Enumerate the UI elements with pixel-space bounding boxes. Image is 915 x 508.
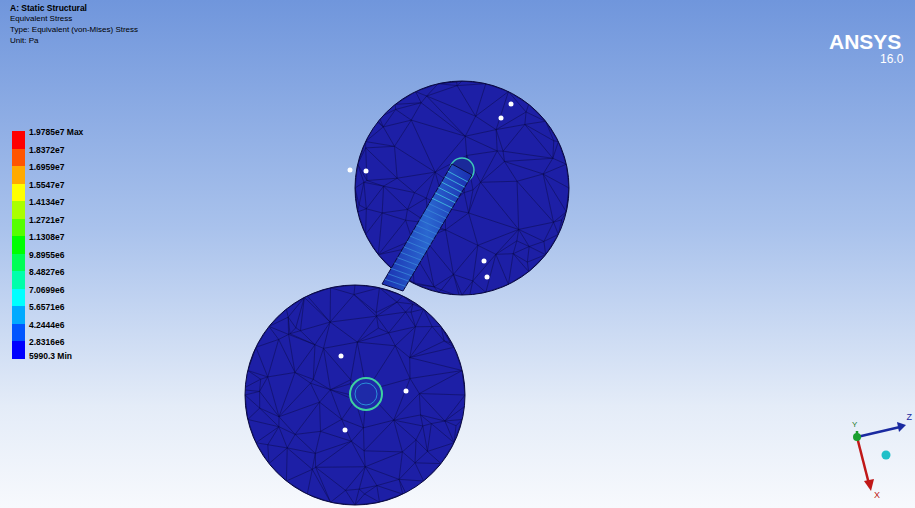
- axis-label: Z: [907, 413, 913, 423]
- shaft: [382, 164, 472, 291]
- legend-value: 1.8372e7: [29, 146, 64, 155]
- shaft-mesh: [407, 241, 428, 249]
- shaft-mesh: [394, 263, 415, 271]
- shaft-mesh: [404, 247, 425, 255]
- legend-value: 1.9785e7 Max: [29, 128, 83, 137]
- legend-swatch: [12, 201, 25, 219]
- legend-value: 1.5547e7: [29, 181, 64, 190]
- unit: Unit: Pa: [10, 37, 38, 46]
- legend-value: 1.1308e7: [29, 233, 64, 242]
- upper-disc: [348, 80, 570, 296]
- legend-min: 5990.3 Min: [29, 352, 72, 361]
- legend-swatch: [12, 149, 25, 167]
- shaft-mesh: [448, 171, 468, 182]
- legend-value: 5.6571e6: [29, 303, 64, 312]
- legend-swatch: [12, 184, 25, 202]
- axis-label: X: [874, 491, 880, 501]
- legend-swatch: [12, 306, 25, 324]
- axis-label: Y: [852, 421, 857, 430]
- shaft-mesh: [388, 274, 409, 281]
- mesh-lines: [241, 285, 467, 505]
- mesh-lines: [355, 80, 569, 296]
- legend-value: 1.6959e7: [29, 163, 64, 172]
- legend-swatch: [12, 254, 25, 272]
- legend-value: 9.8955e6: [29, 251, 64, 260]
- legend-value: 2.8316e6: [29, 338, 64, 347]
- legend-swatch: [12, 341, 25, 359]
- shaft-mesh: [401, 252, 422, 260]
- shaft-mesh: [385, 279, 406, 286]
- shaft-mesh: [410, 236, 431, 245]
- shaft-mesh: [397, 258, 418, 266]
- legend-swatch: [12, 289, 25, 307]
- version: 16.0: [880, 53, 903, 66]
- legend-swatch: [12, 131, 25, 149]
- legend-value: 8.4827e6: [29, 268, 64, 277]
- title: A: Static Structural: [10, 4, 87, 13]
- result-type: Type: Equivalent (von-Mises) Stress: [10, 26, 138, 35]
- logo: ANSYS: [829, 30, 901, 53]
- legend-swatch: [12, 166, 25, 184]
- legend-swatch: [12, 236, 25, 254]
- legend-value: 7.0699e6: [29, 286, 64, 295]
- shaft-mesh: [391, 268, 412, 276]
- shaft-mesh: [413, 231, 434, 240]
- legend-value: 1.2721e7: [29, 216, 64, 225]
- shaft-mesh: [445, 177, 465, 188]
- legend-swatch: [12, 219, 25, 237]
- result-type: Equivalent Stress: [10, 15, 72, 24]
- legend-value: 4.2444e6: [29, 321, 64, 330]
- legend-swatch: [12, 271, 25, 289]
- legend-swatch: [12, 324, 25, 342]
- legend-value: 1.4134e7: [29, 198, 64, 207]
- lower-disc: [241, 285, 467, 505]
- axis-triad: [853, 422, 906, 491]
